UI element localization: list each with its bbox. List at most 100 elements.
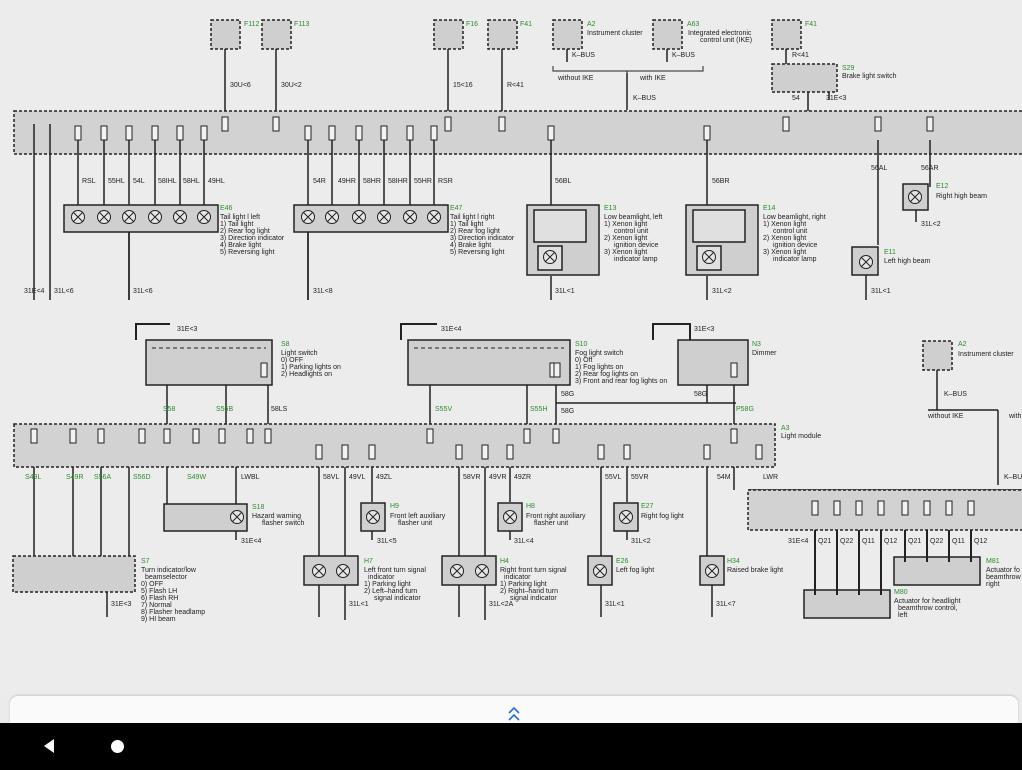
back-icon[interactable] bbox=[40, 737, 58, 755]
svg-text:Light switch: Light switch bbox=[281, 350, 318, 357]
svg-text:E27: E27 bbox=[641, 503, 654, 510]
svg-text:55HL: 55HL bbox=[108, 178, 125, 185]
fuse-symbol bbox=[264, 428, 272, 444]
home-icon[interactable] bbox=[111, 740, 124, 753]
lamp-icon bbox=[352, 210, 366, 224]
svg-text:31E<3: 31E<3 bbox=[111, 601, 132, 608]
svg-text:with IKE: with IKE bbox=[639, 75, 666, 82]
svg-text:Actuator fo: Actuator fo bbox=[986, 567, 1020, 574]
fuse-symbol bbox=[552, 428, 560, 444]
expand-chevron-icon[interactable] bbox=[505, 705, 523, 723]
svg-text:S56B: S56B bbox=[216, 406, 233, 413]
svg-text:7) Normal: 7) Normal bbox=[141, 602, 172, 609]
svg-text:Q21: Q21 bbox=[818, 538, 831, 545]
svg-text:Q12: Q12 bbox=[974, 538, 987, 545]
svg-text:54R: 54R bbox=[313, 178, 326, 185]
lamp-icon bbox=[908, 190, 922, 204]
svg-text:1) Parking light: 1) Parking light bbox=[500, 581, 547, 588]
svg-text:Left high beam: Left high beam bbox=[884, 258, 930, 265]
lamp-icon bbox=[403, 210, 417, 224]
svg-text:49ZR: 49ZR bbox=[514, 474, 531, 481]
svg-text:56AL: 56AL bbox=[871, 165, 887, 172]
svg-text:49ZL: 49ZL bbox=[376, 474, 392, 481]
svg-text:1) Tail light: 1) Tail light bbox=[450, 221, 483, 228]
svg-text:S8: S8 bbox=[281, 341, 290, 348]
lamp-icon bbox=[336, 564, 350, 578]
tail-light-e47 bbox=[293, 204, 449, 233]
svg-text:54L: 54L bbox=[133, 178, 145, 185]
svg-text:58G: 58G bbox=[561, 408, 574, 415]
fuse-symbol bbox=[69, 428, 77, 444]
light-module-a3 bbox=[13, 423, 776, 468]
lamp-icon bbox=[543, 250, 557, 264]
fuse-symbol bbox=[218, 428, 226, 444]
fuse-symbol bbox=[426, 428, 434, 444]
svg-text:Low beamlight, left: Low beamlight, left bbox=[604, 214, 662, 221]
fuse-symbol bbox=[547, 125, 555, 141]
lamp-icon bbox=[173, 210, 187, 224]
light-module-top bbox=[13, 110, 1022, 155]
svg-text:Brake light switch: Brake light switch bbox=[842, 73, 897, 80]
svg-text:R<41: R<41 bbox=[792, 52, 809, 59]
svg-text:A2: A2 bbox=[958, 341, 967, 348]
svg-text:K–BUS: K–BUS bbox=[572, 52, 595, 59]
svg-text:K–BUS: K–BUS bbox=[633, 95, 656, 102]
svg-text:55HR: 55HR bbox=[414, 178, 432, 185]
svg-text:31L<6: 31L<6 bbox=[54, 288, 74, 295]
lamp-icon bbox=[301, 210, 315, 224]
svg-text:S7: S7 bbox=[141, 558, 150, 565]
lamp-icon bbox=[122, 210, 136, 224]
turn-indicator-s7 bbox=[12, 555, 136, 593]
svg-text:31L<6: 31L<6 bbox=[133, 288, 153, 295]
fuse-symbol bbox=[523, 428, 531, 444]
lamp-icon bbox=[148, 210, 162, 224]
svg-text:without IKE: without IKE bbox=[927, 413, 964, 420]
svg-text:31L<8: 31L<8 bbox=[313, 288, 333, 295]
fuse-symbol bbox=[703, 444, 711, 460]
svg-text:31E<3: 31E<3 bbox=[826, 95, 847, 102]
svg-text:1) Parking light: 1) Parking light bbox=[364, 581, 411, 588]
fuse-symbol bbox=[304, 125, 312, 141]
svg-text:Turn indicator/low: Turn indicator/low bbox=[141, 567, 197, 574]
svg-text:flasher switch: flasher switch bbox=[262, 520, 305, 527]
lamp-icon bbox=[705, 564, 719, 578]
svg-text:M81: M81 bbox=[986, 558, 1000, 565]
svg-text:58IHR: 58IHR bbox=[388, 178, 408, 185]
svg-text:2) Xenon light: 2) Xenon light bbox=[604, 235, 647, 242]
svg-text:indicator lamp: indicator lamp bbox=[773, 256, 817, 263]
fuse-symbol bbox=[406, 125, 414, 141]
svg-text:31L<2: 31L<2 bbox=[712, 288, 732, 295]
svg-text:Right high beam: Right high beam bbox=[936, 193, 987, 200]
svg-text:control unit: control unit bbox=[773, 228, 807, 235]
svg-text:signal indicator: signal indicator bbox=[510, 595, 557, 602]
svg-text:4) Brake light: 4) Brake light bbox=[220, 242, 261, 249]
fuse-symbol bbox=[597, 444, 605, 460]
svg-text:2) Rear fog light: 2) Rear fog light bbox=[220, 228, 270, 235]
svg-text:flasher unit: flasher unit bbox=[398, 520, 432, 527]
fuse-symbol bbox=[782, 116, 790, 132]
svg-text:2) Xenon light: 2) Xenon light bbox=[763, 235, 806, 242]
svg-text:H9: H9 bbox=[390, 503, 399, 510]
lamp-icon bbox=[197, 210, 211, 224]
svg-text:58LS: 58LS bbox=[271, 406, 288, 413]
svg-text:LWR: LWR bbox=[763, 474, 778, 481]
bottom-sheet[interactable] bbox=[10, 696, 1018, 726]
svg-text:K–BUS: K–BUS bbox=[944, 391, 967, 398]
svg-text:1) Tail light: 1) Tail light bbox=[220, 221, 253, 228]
svg-text:signal indicator: signal indicator bbox=[374, 595, 421, 602]
svg-text:Front right auxiliary: Front right auxiliary bbox=[526, 513, 586, 520]
svg-text:30U<6: 30U<6 bbox=[230, 82, 251, 89]
svg-text:S56A: S56A bbox=[94, 474, 111, 481]
svg-text:15<16: 15<16 bbox=[453, 82, 473, 89]
svg-text:31L<5: 31L<5 bbox=[377, 538, 397, 545]
svg-text:8) Flasher headlamp: 8) Flasher headlamp bbox=[141, 609, 205, 616]
svg-text:E47: E47 bbox=[450, 205, 463, 212]
fuse-symbol bbox=[923, 500, 931, 516]
svg-text:58HR: 58HR bbox=[363, 178, 381, 185]
svg-text:F112: F112 bbox=[244, 21, 260, 28]
lamp-icon bbox=[503, 510, 517, 524]
svg-text:with: with bbox=[1008, 413, 1022, 420]
svg-text:Left front turn signal: Left front turn signal bbox=[364, 567, 426, 574]
fuse-f112 bbox=[210, 19, 241, 50]
svg-text:0) Off: 0) Off bbox=[575, 357, 592, 364]
